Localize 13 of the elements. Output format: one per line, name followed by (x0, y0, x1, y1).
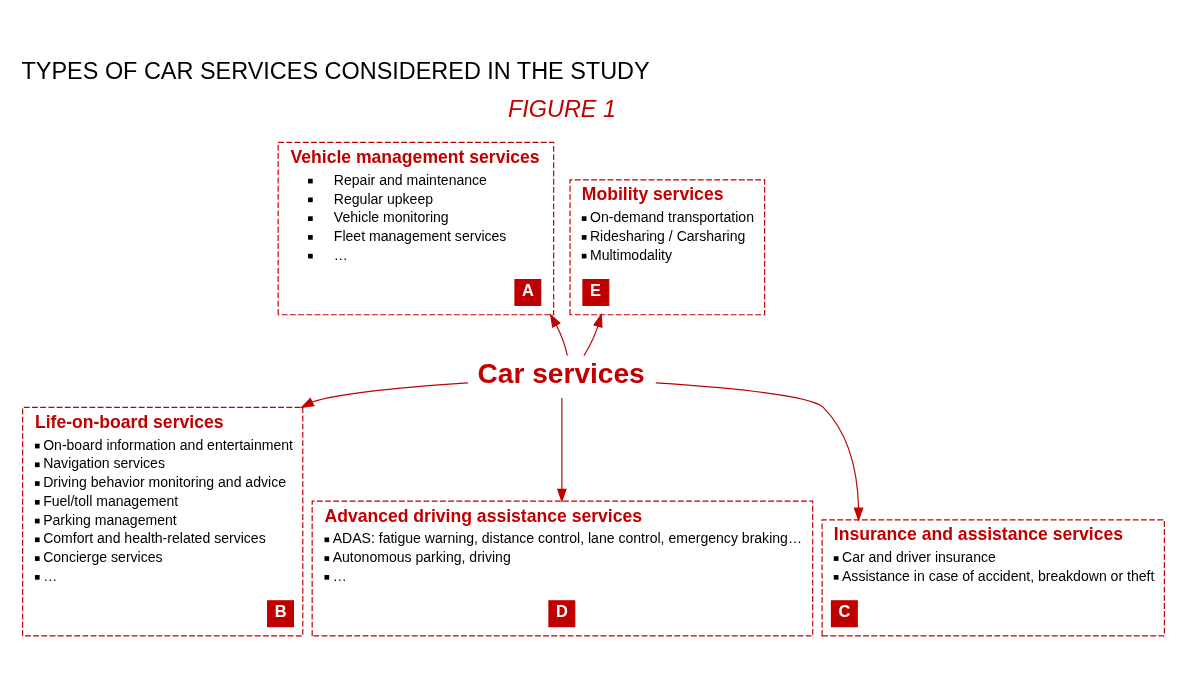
arrow (549, 312, 568, 356)
node-box: E (582, 278, 610, 306)
diagram-title: TYPES OF CAR SERVICES CONSIDERED IN THE STUDY (21, 57, 650, 84)
label: FIGURE 1 (507, 95, 617, 122)
node-box: A (514, 278, 542, 306)
node-box: C (830, 599, 858, 627)
arrow (583, 312, 603, 356)
node-box: D (548, 599, 576, 627)
arrow (556, 396, 567, 503)
node-text: Car services (477, 357, 645, 389)
node-box: B (267, 599, 294, 627)
arrow (655, 381, 864, 522)
arrow (300, 381, 469, 408)
